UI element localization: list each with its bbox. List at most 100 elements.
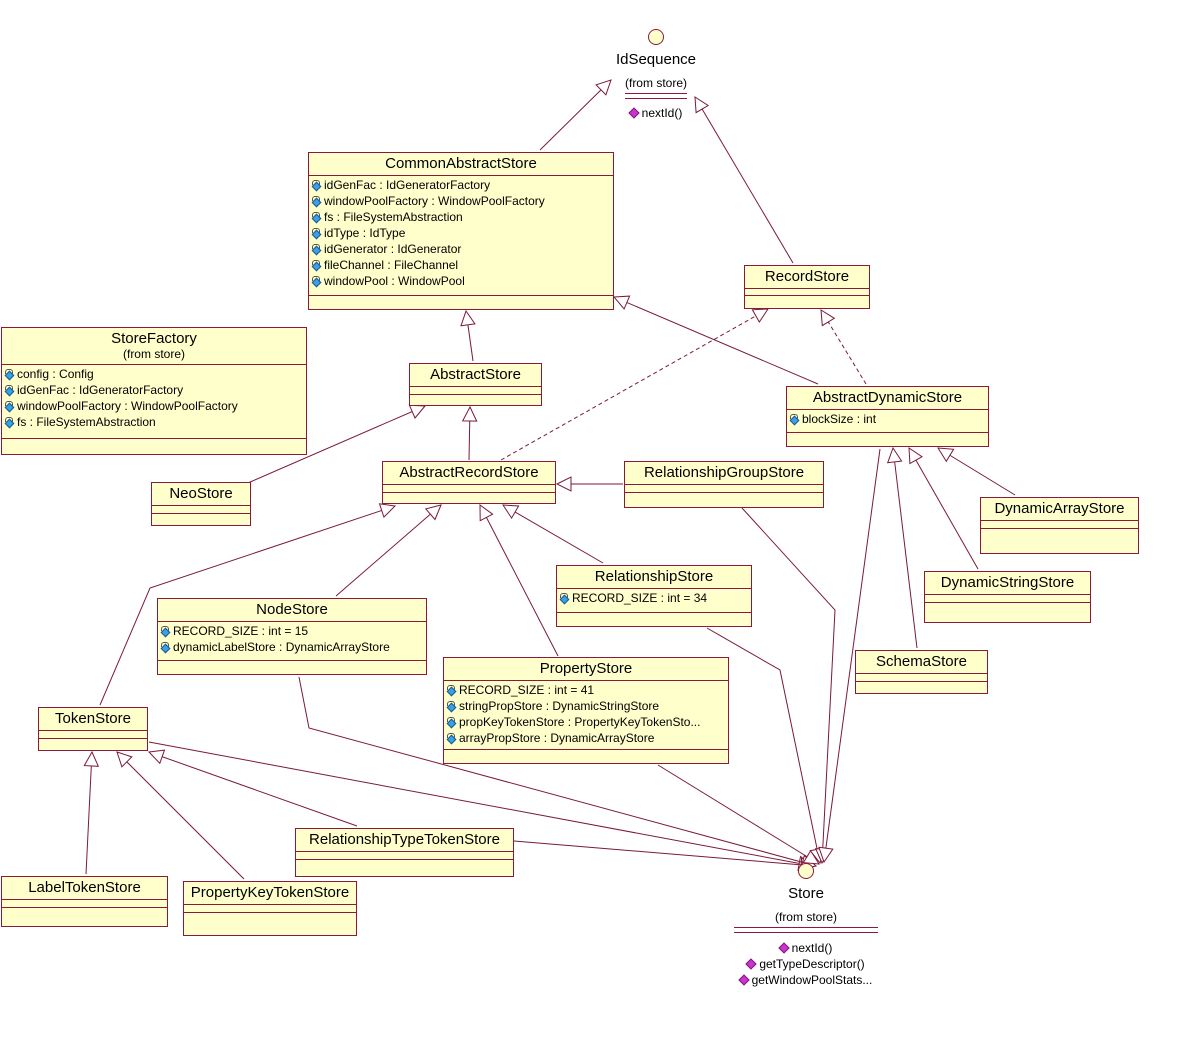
generalization-arrowhead [479, 504, 494, 522]
generalization-arrowhead [694, 96, 710, 114]
attribute: idGenFac : IdGeneratorFactory [311, 177, 611, 193]
attribute: windowPoolFactory : WindowPoolFactory [311, 193, 611, 209]
protected-attribute-icon [4, 401, 15, 413]
class-name: PropertyKeyTokenStore [190, 884, 350, 901]
edge-abstract-store-to-common-abstract-store[interactable] [460, 309, 476, 362]
class-node-store[interactable]: NodeStore RECORD_SIZE : int = 15 dynamic… [157, 598, 427, 675]
class-store-factory[interactable]: StoreFactory (from store) config : Confi… [1, 327, 307, 455]
class-relationship-group-store[interactable]: RelationshipGroupStore [624, 461, 824, 508]
generalization-arrowhead [612, 295, 631, 310]
class-name: CommonAbstractStore [385, 155, 537, 172]
class-relationship-store[interactable]: RelationshipStore RECORD_SIZE : int = 34 [556, 565, 752, 627]
protected-attribute-icon [446, 733, 457, 745]
class-label-token-store[interactable]: LabelTokenStore [1, 876, 168, 927]
interface-lollipop-icon [648, 29, 664, 45]
edge-property-store-to-store[interactable] [657, 764, 820, 865]
class-common-abstract-store[interactable]: CommonAbstractStore idGenFac : IdGenerat… [308, 152, 614, 310]
edge-line [823, 448, 881, 863]
edge-line [116, 751, 245, 880]
class-abstract-dynamic-store[interactable]: AbstractDynamicStore blockSize : int [786, 386, 989, 447]
edge-abstract-dynamic-store-to-common-abstract-store[interactable] [612, 295, 819, 385]
edge-abstract-dynamic-store-to-record-store[interactable] [820, 309, 867, 385]
compartment-divider [625, 93, 687, 99]
protected-attribute-icon [311, 244, 322, 256]
class-relationship-type-token-store[interactable]: RelationshipTypeTokenStore [295, 828, 514, 877]
edge-property-store-to-abstract-record-store[interactable] [479, 504, 559, 657]
generalization-arrowhead [116, 751, 133, 768]
edge-line [937, 447, 1016, 496]
generalization-arrowhead [147, 749, 166, 765]
attribute: idGenerator : IdGenerator [311, 241, 611, 257]
edge-dynamic-array-store-to-abstract-dynamic-store[interactable] [937, 447, 1016, 496]
edge-line [657, 764, 820, 865]
edge-schema-store-to-abstract-dynamic-store[interactable] [886, 446, 918, 649]
edge-abstract-record-store-to-abstract-store[interactable] [461, 405, 478, 461]
edge-label-token-store-to-token-store[interactable] [83, 750, 100, 875]
edge-relationship-type-token-store-to-token-store[interactable] [147, 749, 358, 827]
attribute: RECORD_SIZE : int = 15 [160, 623, 424, 639]
protected-attribute-icon [446, 717, 457, 729]
generalization-arrowhead [460, 309, 476, 327]
store-interface[interactable]: Store (from store) nextId() getTypeDescr… [730, 863, 882, 988]
edge-line [741, 507, 836, 864]
operation: getWindowPoolStats... [730, 972, 882, 988]
class-token-store[interactable]: TokenStore [38, 707, 148, 751]
interface-lollipop-icon [798, 863, 814, 879]
class-name: AbstractStore [430, 366, 521, 383]
operation: nextId() [600, 105, 712, 121]
edge-line [335, 504, 442, 597]
generalization-arrowhead [83, 750, 100, 767]
generalization-arrowhead [820, 309, 836, 327]
class-neo-store[interactable]: NeoStore [151, 482, 251, 526]
operation-icon [745, 958, 757, 970]
class-abstract-store[interactable]: AbstractStore [409, 363, 542, 406]
package-origin: (from store) [122, 347, 185, 361]
edge-line [148, 751, 358, 827]
edge-relationship-group-store-to-abstract-record-store[interactable] [555, 476, 623, 492]
edge-relationship-group-store-to-store[interactable] [741, 507, 836, 865]
generalization-arrowhead [502, 504, 520, 520]
protected-attribute-icon [311, 212, 322, 224]
class-schema-store[interactable]: SchemaStore [855, 650, 988, 694]
edge-line [148, 741, 814, 867]
generalization-arrowhead [937, 447, 955, 463]
class-name: PropertyStore [539, 660, 633, 677]
edge-abstract-record-store-to-record-store[interactable] [500, 308, 769, 461]
static-attribute-icon [559, 593, 570, 605]
generalization-arrowhead [555, 476, 572, 492]
attribute: windowPool : WindowPool [311, 273, 611, 289]
package-origin: (from store) [624, 76, 687, 90]
compartment-divider [734, 927, 878, 933]
edge-abstract-dynamic-store-to-store[interactable] [818, 448, 881, 864]
class-name: NeoStore [169, 485, 233, 502]
class-abstract-record-store[interactable]: AbstractRecordStore [382, 461, 556, 504]
class-name: RecordStore [764, 268, 850, 285]
edge-dynamic-string-store-to-abstract-dynamic-store[interactable] [908, 447, 979, 570]
attribute: idType : IdType [311, 225, 611, 241]
attribute: fileChannel : FileChannel [311, 257, 611, 273]
edge-record-store-to-id-sequence[interactable] [694, 96, 794, 264]
attribute: dynamicLabelStore : DynamicArrayStore [160, 639, 424, 655]
id-sequence-interface[interactable]: IdSequence (from store) nextId() [600, 29, 712, 121]
class-record-store[interactable]: RecordStore [744, 265, 870, 309]
edge-line [479, 504, 559, 657]
edge-token-store-to-abstract-record-store[interactable] [99, 503, 397, 706]
attribute: stringPropStore : DynamicStringStore [446, 698, 726, 714]
class-name: DynamicStringStore [940, 574, 1075, 591]
edge-relationship-store-to-abstract-record-store[interactable] [502, 504, 604, 564]
generalization-arrowhead [908, 447, 923, 465]
class-dynamic-string-store[interactable]: DynamicStringStore [924, 571, 1091, 623]
class-property-key-token-store[interactable]: PropertyKeyTokenStore [183, 881, 357, 936]
generalization-arrowhead [461, 405, 478, 422]
edge-common-abstract-store-to-id-sequence[interactable] [539, 79, 612, 151]
protected-attribute-icon [311, 260, 322, 272]
interface-name: IdSequence [615, 51, 697, 68]
edge-line [502, 504, 604, 564]
class-property-store[interactable]: PropertyStore RECORD_SIZE : int = 41 str… [443, 657, 729, 764]
edge-node-store-to-abstract-record-store[interactable] [335, 504, 442, 597]
class-name: AbstractDynamicStore [812, 389, 963, 406]
operation: nextId() [730, 940, 882, 956]
edge-property-key-token-store-to-token-store[interactable] [116, 751, 245, 880]
class-dynamic-array-store[interactable]: DynamicArrayStore [980, 497, 1139, 554]
edge-line [539, 79, 612, 151]
